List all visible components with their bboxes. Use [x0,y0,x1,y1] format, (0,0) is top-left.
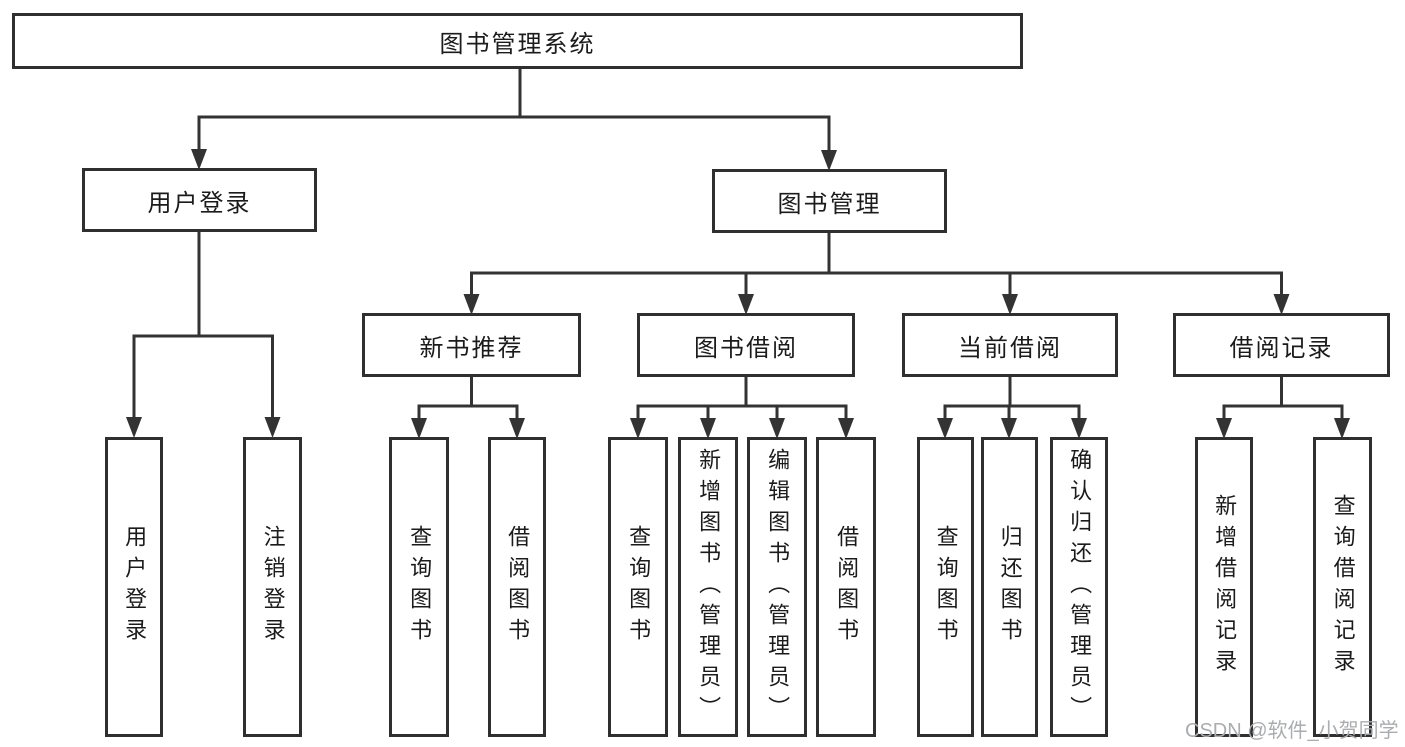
node-book-management-label: 图书管理 [777,190,882,218]
leaf-confirm-return-admin-label: 确认归还（管理员） [1067,447,1093,727]
leaf-logout-login: 注销登录 [243,437,302,737]
leaf-logout-login-label: 注销登录 [260,525,286,649]
leaf-add-borrow-record-label: 新增借阅记录 [1212,494,1238,680]
leaf-query-books-current-label: 查询图书 [933,525,959,649]
node-book-management: 图书管理 [712,169,947,233]
root-to-level2-connector [191,66,837,171]
leaf-query-books-borrow: 查询图书 [608,437,668,737]
leaf-return-books: 归还图书 [981,437,1038,737]
node-book-borrow-label: 图书借阅 [694,334,798,362]
leaf-add-borrow-record: 新增借阅记录 [1195,437,1253,737]
leaf-return-books-label: 归还图书 [997,525,1023,649]
node-user-login: 用户登录 [82,168,317,232]
leaf-borrow-books-label: 借阅图书 [834,525,860,649]
book-borrow-children-connector [630,375,854,439]
current-borrow-children-connector [937,375,1087,439]
node-root: 图书管理系统 [12,13,1023,69]
leaf-add-book-admin-label: 新增图书（管理员） [696,447,722,727]
leaf-query-books-current: 查询图书 [917,437,974,737]
new-book-recommend-children-connector [411,375,525,439]
node-current-borrow: 当前借阅 [902,313,1118,377]
node-book-borrow: 图书借阅 [637,313,855,377]
node-borrow-records-label: 借阅记录 [1229,334,1334,362]
leaf-query-books-borrow-label: 查询图书 [626,525,652,649]
leaf-borrow-books-recommend: 借阅图书 [488,437,546,737]
node-root-label: 图书管理系统 [439,30,596,58]
leaf-query-books-recommend: 查询图书 [389,437,449,737]
leaf-query-borrow-record-label: 查询借阅记录 [1330,494,1356,680]
book-management-children-connector [463,230,1290,315]
leaf-query-books-recommend-label: 查询图书 [407,525,433,649]
node-borrow-records: 借阅记录 [1173,313,1390,377]
leaf-edit-book-admin: 编辑图书（管理员） [747,437,807,737]
leaf-user-login: 用户登录 [105,437,163,737]
user-login-children-connector [126,230,281,438]
leaf-edit-book-admin-label: 编辑图书（管理员） [765,447,791,727]
borrow-records-children-connector [1216,375,1350,439]
node-current-borrow-label: 当前借阅 [958,334,1062,362]
leaf-confirm-return-admin: 确认归还（管理员） [1050,437,1108,737]
leaf-borrow-books: 借阅图书 [816,437,876,737]
node-user-login-label: 用户登录 [147,189,252,217]
node-new-book-recommend: 新书推荐 [362,313,581,377]
node-new-book-recommend-label: 新书推荐 [419,334,524,362]
leaf-add-book-admin: 新增图书（管理员） [678,437,738,737]
leaf-borrow-books-recommend-label: 借阅图书 [505,525,531,649]
csdn-watermark: CSDN @软件_小贺同学 [1185,720,1399,742]
leaf-query-borrow-record: 查询借阅记录 [1313,437,1372,737]
leaf-user-login-label: 用户登录 [122,525,148,649]
